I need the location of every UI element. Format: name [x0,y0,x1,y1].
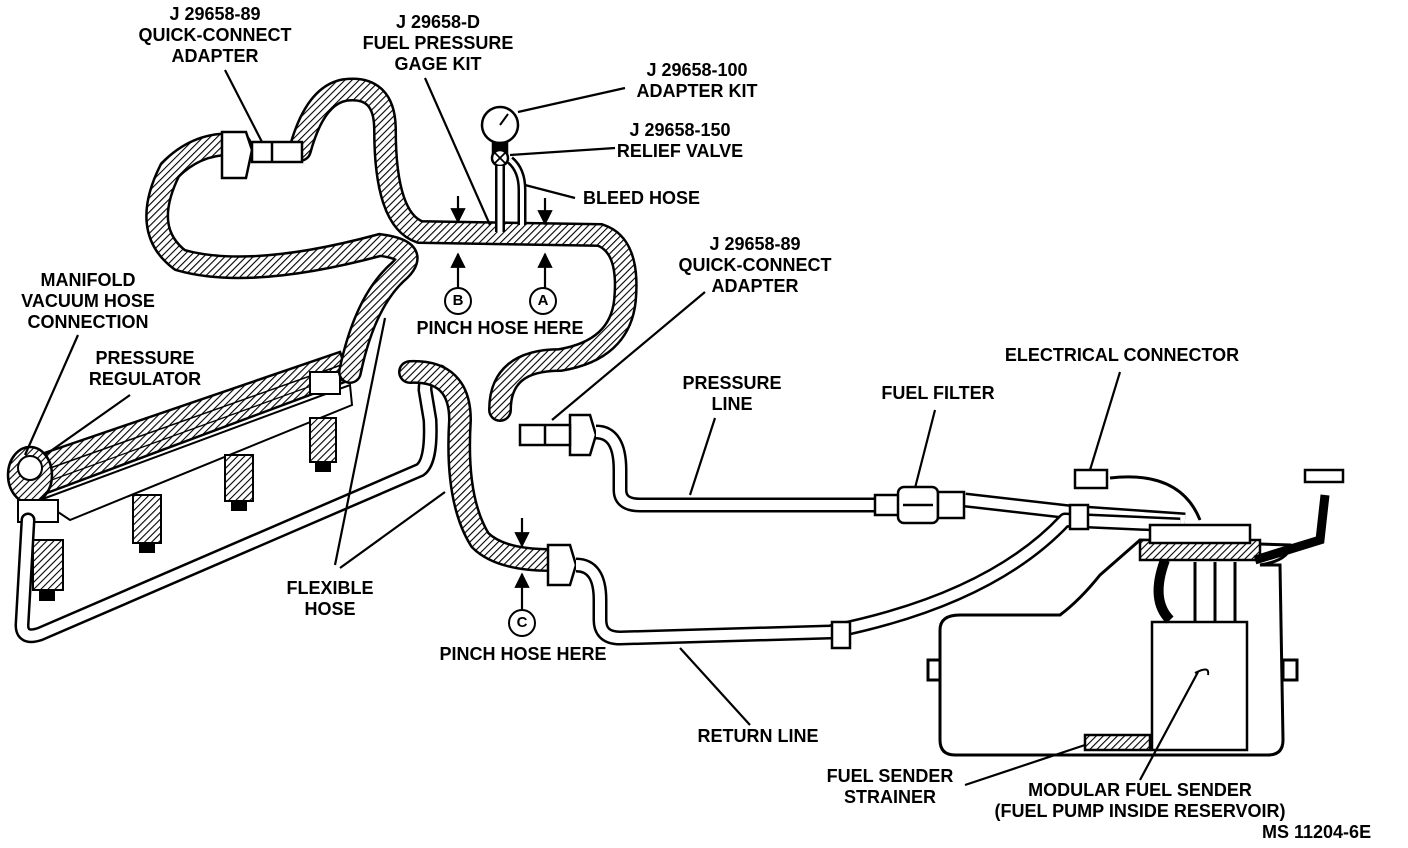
label-line: RELIEF VALVE [616,141,744,161]
label-line: FUEL PRESSURE [362,33,514,53]
label-line: LINE [711,394,753,414]
label-flexible-hose: FLEXIBLE HOSE [286,578,373,620]
pressure-regulator [6,445,59,523]
label-line: HOSE [304,599,356,619]
label-adapter-kit: J 29658-100 ADAPTER KIT [637,60,758,102]
label-pinch-hose-upper: PINCH HOSE HERE [416,318,583,339]
label-line: J 29658-100 [646,60,748,80]
label-fuel-sender-strainer: FUEL SENDER STRAINER [827,766,954,808]
label-line: J 29658-150 [629,120,731,140]
label-line: MODULAR FUEL SENDER [1028,780,1252,800]
label-line: FUEL SENDER [826,766,954,786]
label-pressure-regulator: PRESSURE REGULATOR [89,348,201,390]
label-pressure-line: PRESSURE LINE [682,373,781,415]
label-line: FUEL FILTER [881,383,995,403]
label-line: J 29658-89 [709,234,801,254]
marker-c: C [508,609,536,637]
fuel-rail-assembly [16,350,354,522]
label-pinch-hose-lower: PINCH HOSE HERE [439,644,606,665]
label-line: PINCH HOSE HERE [416,318,584,338]
quick-connect-adapters [220,130,598,587]
label-line: QUICK-CONNECT [678,255,832,275]
label-return-line: RETURN LINE [698,726,819,747]
label-line: PRESSURE [95,348,195,368]
label-line: QUICK-CONNECT [138,25,292,45]
pressure-gauge [480,105,527,232]
marker-a: A [529,287,557,315]
label-line: J 29658-89 [169,4,261,24]
label-bleed-hose: BLEED HOSE [583,188,700,209]
label-line: J 29658-D [395,12,481,32]
label-line: ADAPTER [711,276,799,296]
label-line: GAGE KIT [394,54,482,74]
label-modular-fuel-sender: MODULAR FUEL SENDER (FUEL PUMP INSIDE RE… [994,780,1285,822]
label-line: BLEED HOSE [583,188,701,208]
label-line: PRESSURE [682,373,782,393]
label-quick-connect-adapter-top: J 29658-89 QUICK-CONNECT ADAPTER [139,4,292,67]
fuel-injectors [32,417,337,601]
label-manifold-vacuum-hose: MANIFOLD VACUUM HOSE CONNECTION [21,270,155,333]
fuel-filter [830,485,1090,650]
figure-id: MS 11204-6E [1262,822,1371,843]
pinch-arrows [450,196,553,610]
label-line: VACUUM HOSE [21,291,155,311]
label-line: REGULATOR [88,369,202,389]
label-line: (FUEL PUMP INSIDE RESERVOIR) [994,801,1286,821]
label-relief-valve: J 29658-150 RELIEF VALVE [617,120,743,162]
label-line: MS 11204-6E [1262,822,1372,842]
label-line: PINCH HOSE HERE [439,644,607,664]
leader-lines [23,69,1199,787]
label-line: CONNECTION [27,312,149,332]
marker-b: B [444,287,472,315]
label-fuel-filter: FUEL FILTER [881,383,994,404]
label-line: FLEXIBLE [286,578,374,598]
label-electrical-connector: ELECTRICAL CONNECTOR [1005,345,1239,366]
label-line: ADAPTER [171,46,259,66]
modular-fuel-sender [1073,468,1345,752]
label-line: STRAINER [843,787,936,807]
label-fuel-pressure-gage-kit: J 29658-D FUEL PRESSURE GAGE KIT [363,12,514,75]
flexible-hoses [145,77,638,572]
label-line: ADAPTER KIT [636,81,758,101]
label-line: ELECTRICAL CONNECTOR [1004,345,1240,365]
label-line: RETURN LINE [697,726,819,746]
label-quick-connect-adapter-mid: J 29658-89 QUICK-CONNECT ADAPTER [679,234,832,297]
label-line: MANIFOLD [40,270,136,290]
